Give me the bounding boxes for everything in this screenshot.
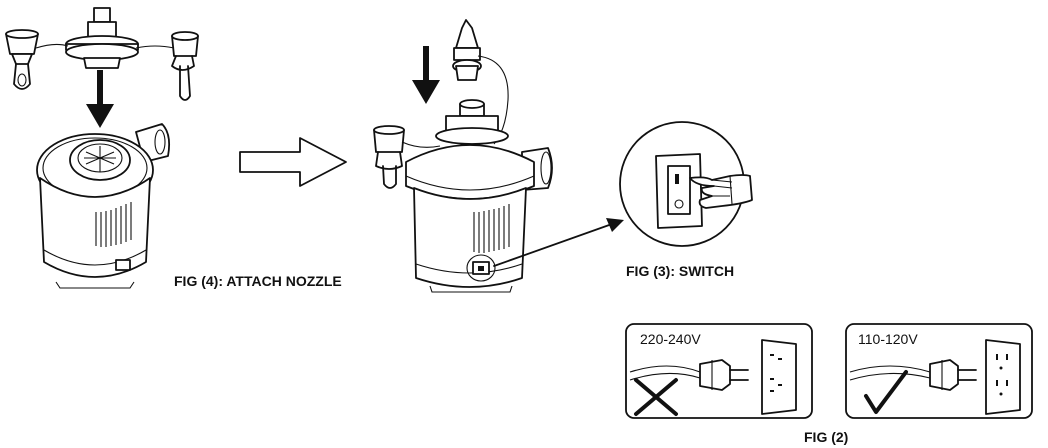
- outlet-icon: [761, 339, 797, 415]
- nozzle-set-icon: [5, 7, 199, 101]
- fig2-caption: FIG (2): [804, 429, 848, 445]
- voltage-label: 220-240V: [640, 331, 701, 347]
- check-mark-icon: [864, 370, 908, 414]
- nozzle-icon: [452, 19, 509, 145]
- voltage-label: 110-120V: [858, 331, 918, 347]
- voltage-panel-110: 110-120V: [845, 323, 1033, 419]
- hand-icon: [689, 174, 753, 209]
- plug-icon: [629, 359, 749, 391]
- x-mark-icon: [634, 378, 678, 416]
- outlet-icon-2: [985, 339, 1021, 415]
- arrow-down-icon: [86, 70, 114, 128]
- plug-icon-2: [849, 359, 977, 391]
- fig4-caption: FIG (4): ATTACH NOZZLE: [174, 273, 342, 289]
- pump-icon-2: [405, 99, 553, 293]
- pump-icon: [36, 123, 171, 289]
- side-nozzle-icon: [373, 125, 441, 189]
- pointer-arrow-icon: [493, 218, 624, 267]
- voltage-panel-220: 220-240V: [625, 323, 813, 419]
- outline-arrow-right-icon: [239, 137, 347, 187]
- fig3-caption: FIG (3): SWITCH: [626, 263, 734, 279]
- arrow-down-icon-2: [412, 46, 440, 104]
